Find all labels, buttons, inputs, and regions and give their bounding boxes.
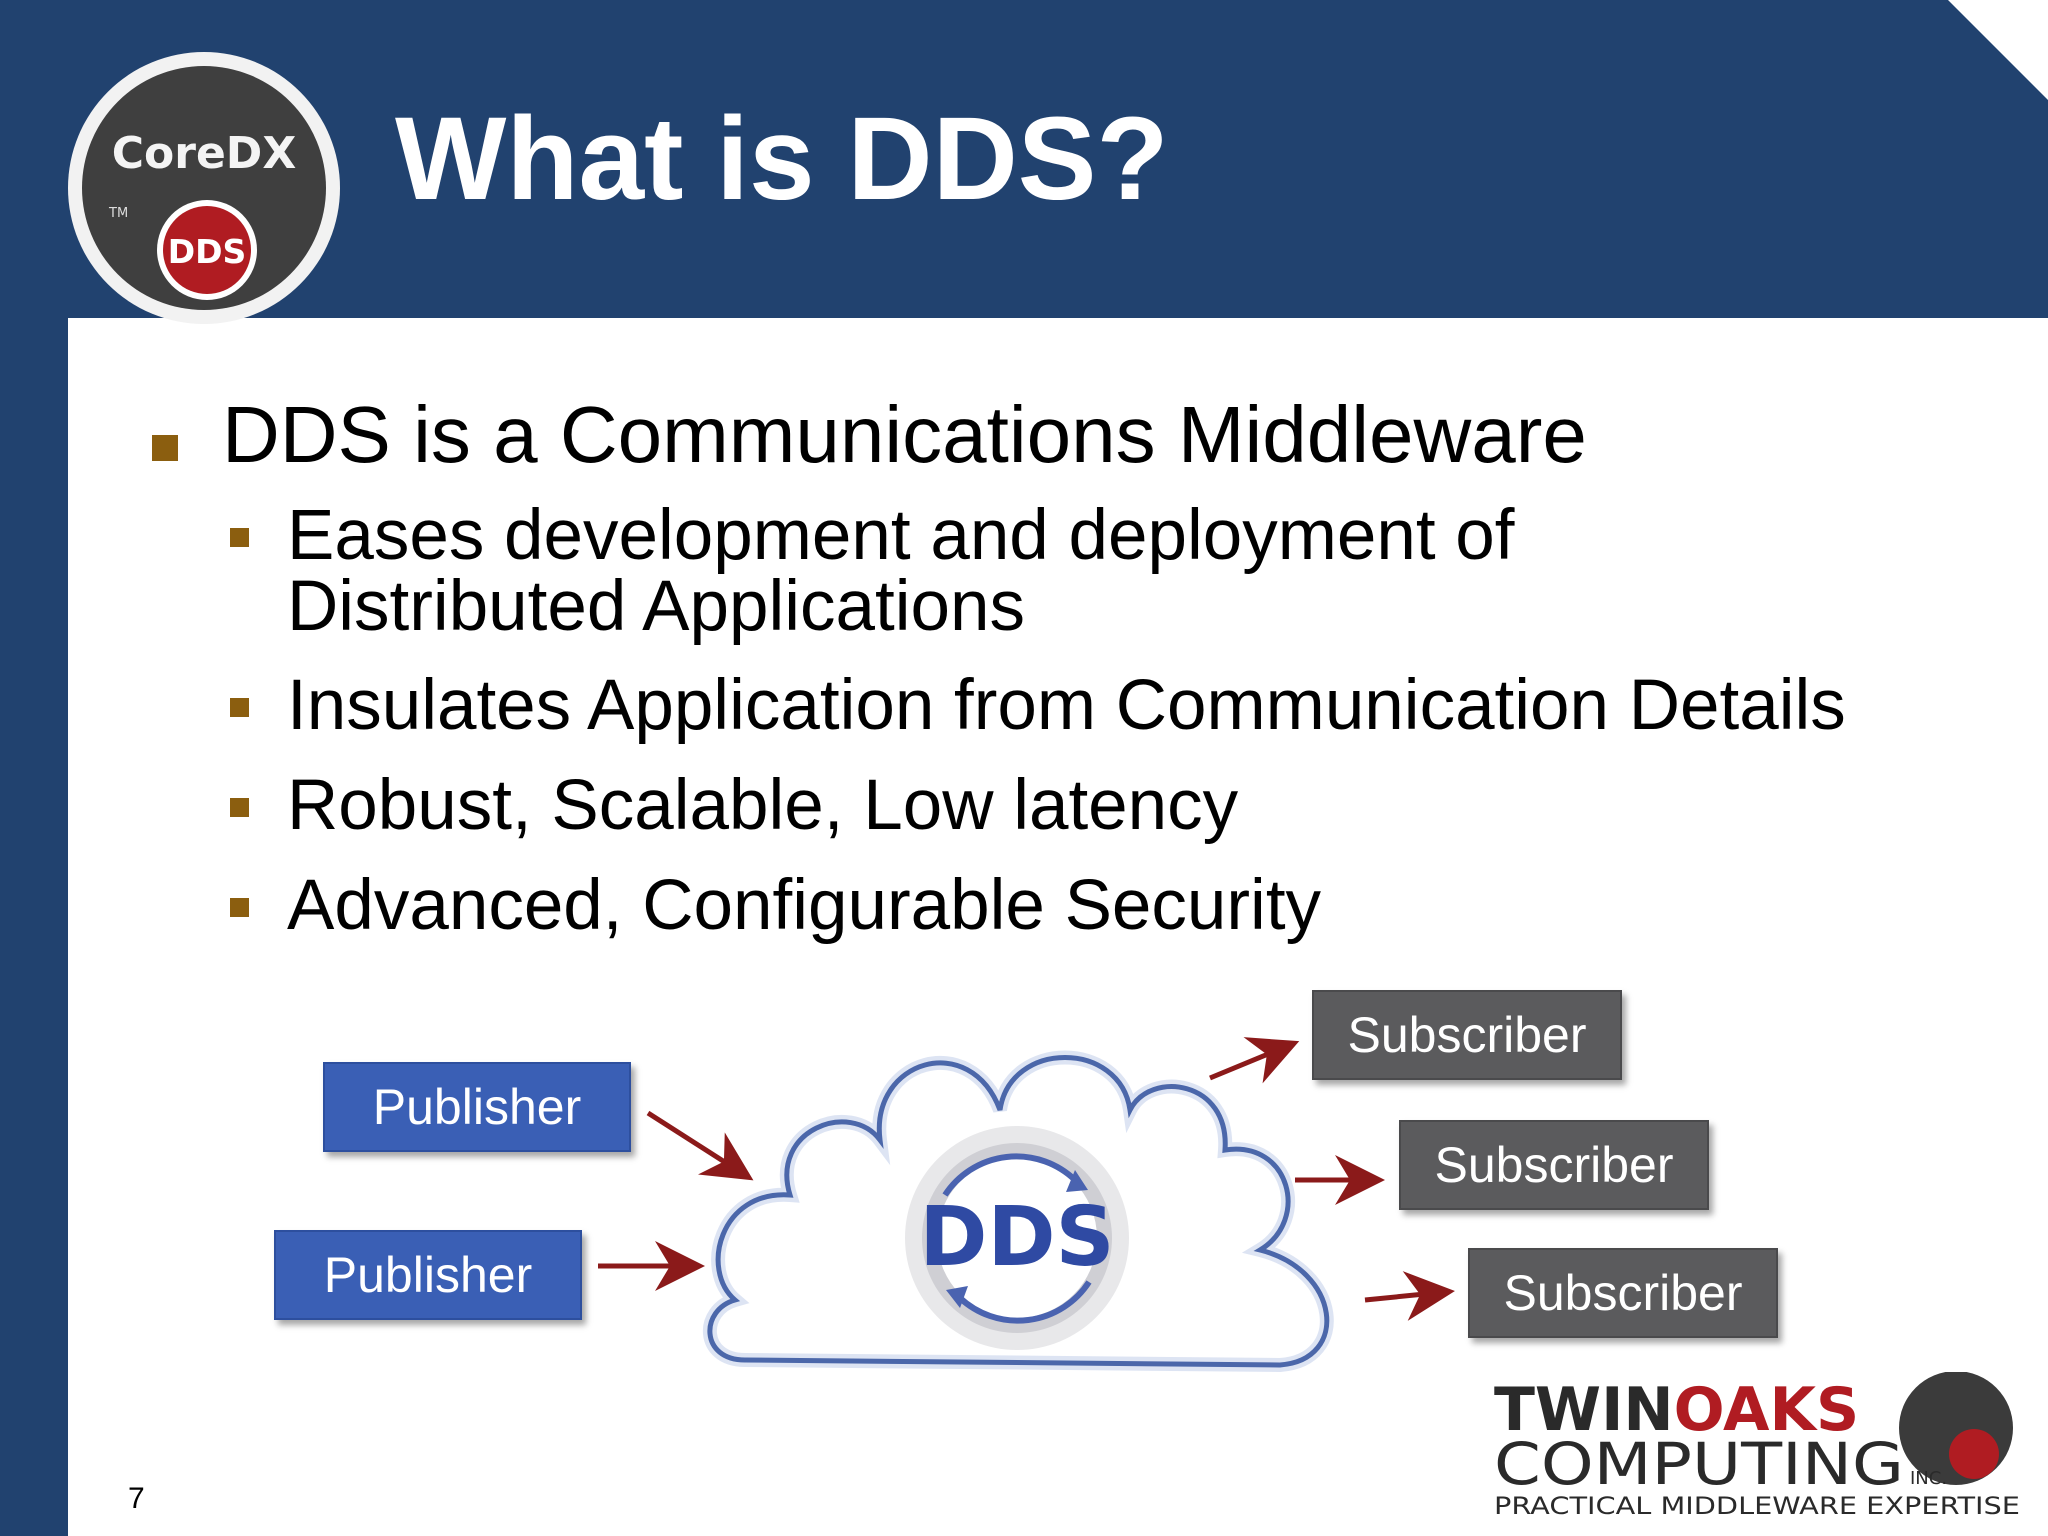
sub-bullet-text: Robust, Scalable, Low latency: [287, 766, 1239, 845]
cloud: [703, 1050, 1334, 1373]
arrow-subscriber-3: [1364, 1271, 1455, 1321]
sub-bullet-line: Distributed Applications: [287, 567, 1026, 646]
subscriber-box-1: Subscriber: [1312, 990, 1622, 1080]
sub-bullet-marker: [230, 798, 249, 817]
svg-text:TWINOAKS: TWINOAKS: [1494, 1375, 1859, 1445]
logo-dds-text: DDS: [168, 232, 247, 271]
publisher-box-1: Publisher: [323, 1062, 631, 1152]
logo-tm-text: TM: [108, 206, 128, 221]
sub-bullet-line: Eases development and deployment of: [287, 496, 1515, 575]
sub-bullet-marker: [230, 528, 249, 547]
logo-coredx-text: CoreDX: [112, 128, 297, 179]
arrow-subscriber-1: [1209, 1037, 1300, 1084]
slide-title: What is DDS?: [395, 93, 1169, 225]
brand-tagline: PRACTICAL MIDDLEWARE EXPERTISE: [1494, 1492, 2020, 1520]
sub-bullet-text: Advanced, Configurable Security: [287, 866, 1322, 945]
bullet-main-text: DDS is a Communications Middleware: [222, 390, 1587, 479]
page-number: 7: [128, 1482, 145, 1515]
header-corner: [1948, 0, 2048, 100]
sub-bullet-marker: [230, 698, 249, 717]
sub-bullet-text: Eases development and deployment of Dist…: [287, 500, 1515, 642]
brand-oaks-text: OAKS: [1674, 1375, 1860, 1445]
sub-bullet-text: Insulates Application from Communication…: [287, 666, 1846, 745]
coredx-logo: CoreDX TM DDS: [68, 52, 340, 324]
sub-bullet-marker: [230, 898, 249, 917]
arrow-publisher-1: [646, 1110, 754, 1181]
publisher-box-2: Publisher: [274, 1230, 582, 1320]
subscriber-box-2: Subscriber: [1399, 1120, 1709, 1210]
brand-computing-text: COMPUTING: [1494, 1430, 1904, 1498]
brand-twin-text: TWIN: [1494, 1375, 1674, 1445]
twinoaks-logo: TWINOAKS COMPUTING INC. PRACTICAL MIDDLE…: [1494, 1372, 2020, 1520]
dds-hub-icon: DDS: [905, 1126, 1129, 1350]
diagram-arrows: [598, 1037, 1455, 1321]
dds-hub-label: DDS: [919, 1190, 1114, 1285]
subscriber-box-3: Subscriber: [1468, 1248, 1778, 1338]
title-bar: [0, 0, 2048, 318]
brand-inc-text: INC.: [1910, 1468, 1947, 1489]
bullet-marker: [152, 435, 178, 461]
